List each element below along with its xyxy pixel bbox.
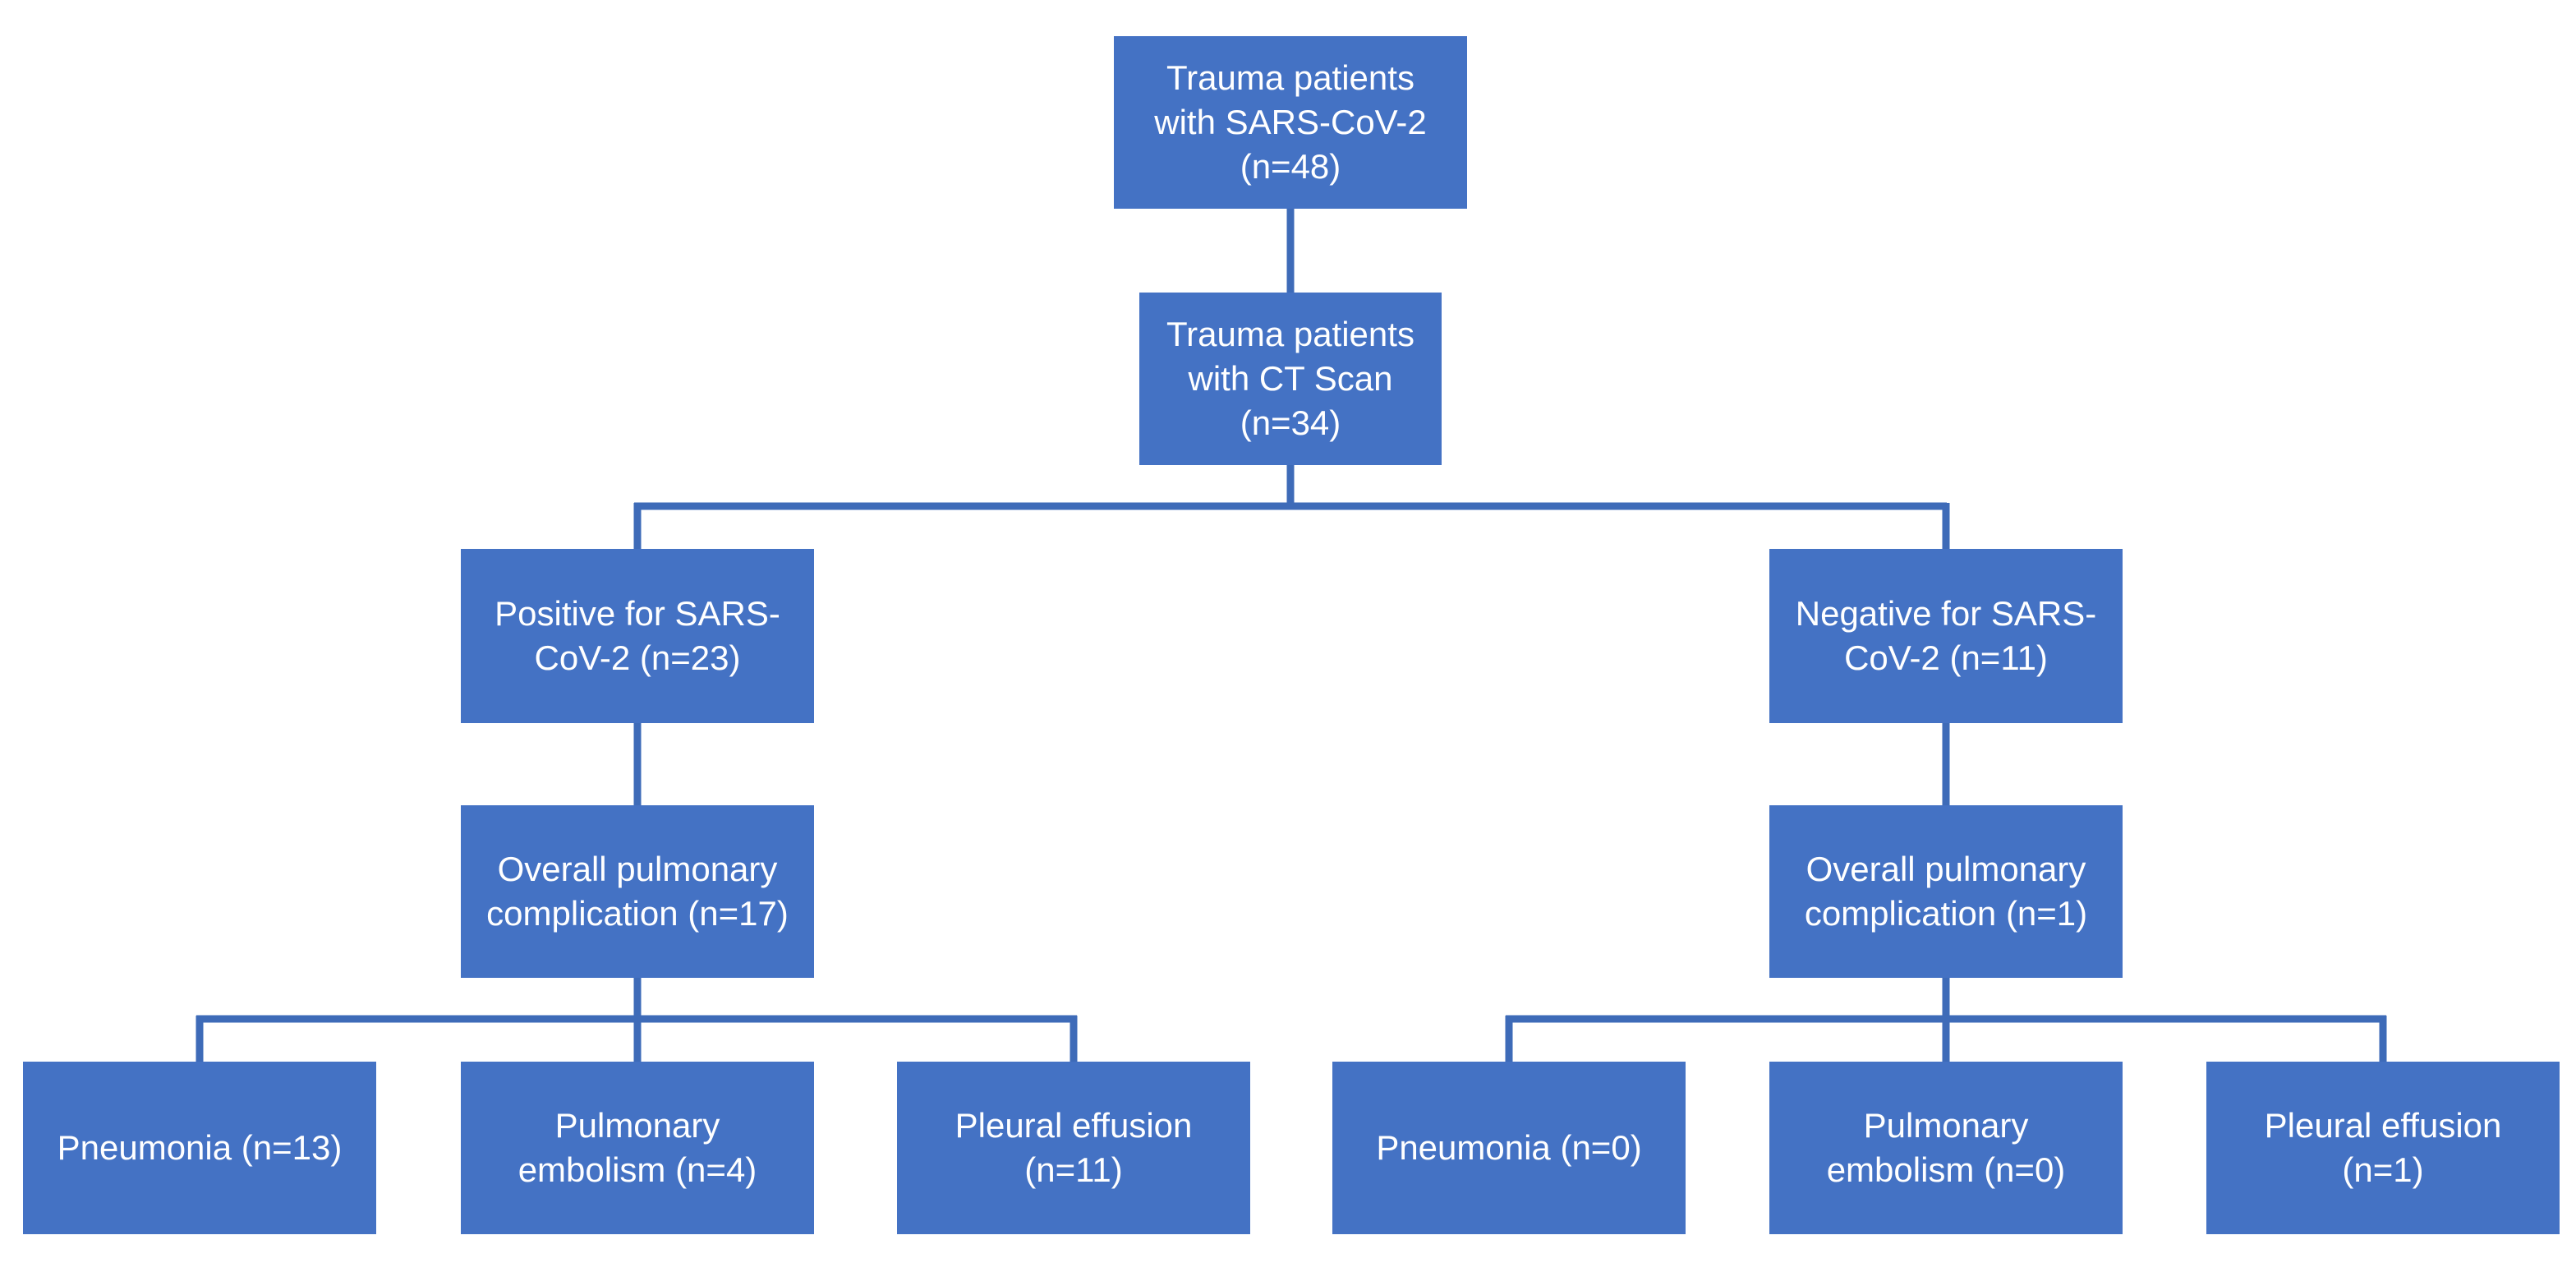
node-negative-sars-cov-2: Negative for SARS- CoV-2 (n=11) xyxy=(1769,549,2123,723)
node-label: Pneumonia (n=0) xyxy=(1376,1128,1642,1167)
node-positive-pulmonary-embolism: Pulmonary embolism (n=4) xyxy=(461,1062,814,1234)
node-label: Negative for SARS- CoV-2 (n=11) xyxy=(1795,594,2097,677)
node-positive-pulmonary-complication: Overall pulmonary complication (n=17) xyxy=(461,805,814,978)
node-label: Trauma patients with CT Scan (n=34) xyxy=(1166,315,1414,442)
node-negative-pleural-effusion: Pleural effusion (n=1) xyxy=(2206,1062,2560,1234)
node-negative-pulmonary-complication: Overall pulmonary complication (n=1) xyxy=(1769,805,2123,978)
node-label: Pleural effusion (n=1) xyxy=(2264,1106,2502,1189)
node-label: Trauma patients with SARS-CoV-2 (n=48) xyxy=(1154,58,1427,186)
node-positive-pleural-effusion: Pleural effusion (n=11) xyxy=(897,1062,1250,1234)
node-positive-pneumonia: Pneumonia (n=13) xyxy=(23,1062,376,1234)
node-trauma-sars-cov-2: Trauma patients with SARS-CoV-2 (n=48) xyxy=(1114,36,1467,209)
node-label: Pulmonary embolism (n=4) xyxy=(518,1106,757,1189)
node-label: Pulmonary embolism (n=0) xyxy=(1826,1106,2066,1189)
node-negative-pneumonia: Pneumonia (n=0) xyxy=(1332,1062,1686,1234)
node-label: Positive for SARS- CoV-2 (n=23) xyxy=(494,594,780,677)
node-label: Overall pulmonary complication (n=17) xyxy=(486,850,789,933)
node-negative-pulmonary-embolism: Pulmonary embolism (n=0) xyxy=(1769,1062,2123,1234)
node-trauma-ct-scan: Trauma patients with CT Scan (n=34) xyxy=(1139,293,1442,465)
node-positive-sars-cov-2: Positive for SARS- CoV-2 (n=23) xyxy=(461,549,814,723)
node-label: Pleural effusion (n=11) xyxy=(954,1106,1193,1189)
node-label: Overall pulmonary complication (n=1) xyxy=(1804,850,2088,933)
node-label: Pneumonia (n=13) xyxy=(57,1128,343,1167)
